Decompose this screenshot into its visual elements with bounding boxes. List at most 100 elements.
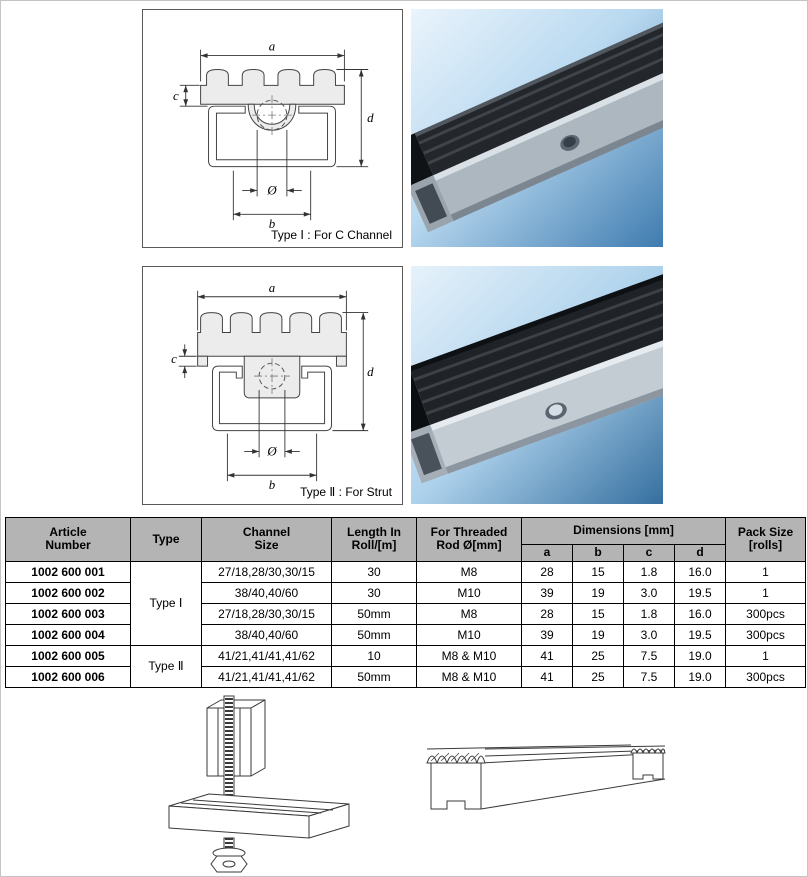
cell-rod: M10 <box>416 581 522 604</box>
cell-pack: 1 <box>725 581 806 604</box>
type2-label-b: b <box>269 478 276 492</box>
hex-nut-bore <box>222 860 236 868</box>
type1-label-a: a <box>269 40 275 54</box>
cell-rod: M8 <box>416 602 522 625</box>
col-header-pack: Pack Size [rolls] <box>725 517 806 562</box>
type1-c-channel-outline <box>208 105 336 168</box>
cell-dim-c: 3.0 <box>623 581 675 604</box>
cell-channel: 38/40,40/60 <box>201 623 332 646</box>
type1-drawing: a d c Ø b <box>173 40 374 232</box>
photo1-product <box>411 9 663 233</box>
cell-dim-a: 41 <box>521 665 573 688</box>
installation-drawing-rod-box <box>151 694 401 876</box>
type1-dimension-lines <box>179 49 369 221</box>
cell-dim-d: 19.5 <box>674 623 726 646</box>
type1-photo <box>411 9 663 247</box>
type2-drawing: a d c Ø b <box>171 281 374 492</box>
cell-length: 50mm <box>331 602 417 625</box>
cell-pack: 1 <box>725 644 806 667</box>
cell-channel: 27/18,28/30,30/15 <box>201 560 332 583</box>
cell-channel: 27/18,28/30,30/15 <box>201 602 332 625</box>
cell-rod: M8 & M10 <box>416 665 522 688</box>
type2-dimension-lines <box>178 290 369 482</box>
table-row: 1002 600 001 Type Ⅰ 27/18,28/30,30/15 30… <box>5 560 806 646</box>
installation-drawing-strut <box>426 744 666 810</box>
cell-dim-d: 19.0 <box>674 644 726 667</box>
perspective-lines <box>426 744 666 810</box>
type2-photo <box>411 266 663 504</box>
cell-article: 1002 600 004 <box>5 623 131 646</box>
type1-caption: Type Ⅰ : For C Channel <box>271 228 392 242</box>
cell-dim-c: 3.0 <box>623 623 675 646</box>
cell-dim-c: 1.8 <box>623 560 675 583</box>
cell-dim-b: 25 <box>572 665 624 688</box>
installation-drawing-rod <box>168 695 350 873</box>
cell-pack: 300pcs <box>725 623 806 646</box>
type2-diagram-box: a d c Ø b Type Ⅱ : For Strut <box>142 266 403 505</box>
near-cross-section <box>426 752 486 810</box>
type2-label-a: a <box>269 281 275 295</box>
table-row: 1002 600 005 Type Ⅱ 41/21,41/41,41/62 10… <box>5 644 806 688</box>
cell-length: 50mm <box>331 623 417 646</box>
type2-left-wing <box>197 355 209 367</box>
cell-article: 1002 600 005 <box>5 644 131 667</box>
cell-type-group-1: Type Ⅰ <box>130 560 202 646</box>
cell-dim-a: 28 <box>521 560 573 583</box>
cell-dim-d: 19.0 <box>674 665 726 688</box>
cell-dim-b: 19 <box>572 623 624 646</box>
cell-length: 50mm <box>331 665 417 688</box>
type1-arrowheads <box>183 53 364 217</box>
base-channel <box>168 793 350 839</box>
cell-length: 30 <box>331 581 417 604</box>
far-cross-section <box>630 748 666 780</box>
type2-photo-box <box>411 266 663 504</box>
cell-dim-b: 15 <box>572 602 624 625</box>
vertical-profile-piece <box>206 699 266 777</box>
col-header-article: Article Number <box>5 517 131 562</box>
spec-table: Article Number Type Channel Size Length … <box>5 517 806 688</box>
threaded-rod-upper <box>223 695 235 809</box>
type2-label-d: d <box>367 365 374 379</box>
col-header-dim-d: d <box>674 544 726 562</box>
cell-dim-d: 16.0 <box>674 560 726 583</box>
col-header-length: Length In Roll/[m] <box>331 517 417 562</box>
type1-label-c: c <box>173 89 179 103</box>
col-header-channel: Channel Size <box>201 517 332 562</box>
table-row: 1002 600 006 41/21,41/41,41/62 50mm M8 &… <box>5 665 806 688</box>
cell-length: 10 <box>331 644 417 667</box>
cell-channel: 41/21,41/41,41/62 <box>201 644 332 667</box>
cell-rod: M8 <box>416 560 522 583</box>
cell-dim-a: 28 <box>521 602 573 625</box>
table-row: 1002 600 003 27/18,28/30,30/15 50mm M8 2… <box>5 602 806 625</box>
type1-label-dia: Ø <box>266 183 277 197</box>
cell-article: 1002 600 002 <box>5 581 131 604</box>
col-header-dim-a: a <box>521 544 573 562</box>
type2-strut-outline <box>212 365 332 432</box>
col-header-dimensions: Dimensions [mm] <box>521 517 726 545</box>
photo2-product <box>411 266 663 484</box>
cell-dim-d: 16.0 <box>674 602 726 625</box>
cell-type-group-2: Type Ⅱ <box>130 644 202 688</box>
cell-dim-c: 7.5 <box>623 644 675 667</box>
cell-article: 1002 600 001 <box>5 560 131 583</box>
table-row: 1002 600 004 38/40,40/60 50mm M10 39 19 … <box>5 623 806 646</box>
cell-pack: 1 <box>725 560 806 583</box>
type1-label-d: d <box>367 111 374 125</box>
type1-diagram-box: a d c Ø b Type Ⅰ : For C Channel <box>142 9 403 248</box>
cell-pack: 300pcs <box>725 602 806 625</box>
type1-label-b: b <box>269 217 276 231</box>
cell-channel: 41/21,41/41,41/62 <box>201 665 332 688</box>
cell-dim-a: 39 <box>521 623 573 646</box>
col-header-dim-c: c <box>623 544 675 562</box>
type2-label-c: c <box>171 352 177 366</box>
type1-rubber-profile <box>200 69 345 105</box>
cell-dim-b: 15 <box>572 560 624 583</box>
type2-rubber-profile <box>197 312 347 357</box>
type2-caption: Type Ⅱ : For Strut <box>300 485 392 499</box>
type2-arrowheads <box>182 294 366 478</box>
col-header-type: Type <box>130 517 202 562</box>
cell-rod: M10 <box>416 623 522 646</box>
cell-dim-d: 19.5 <box>674 581 726 604</box>
cell-pack: 300pcs <box>725 665 806 688</box>
